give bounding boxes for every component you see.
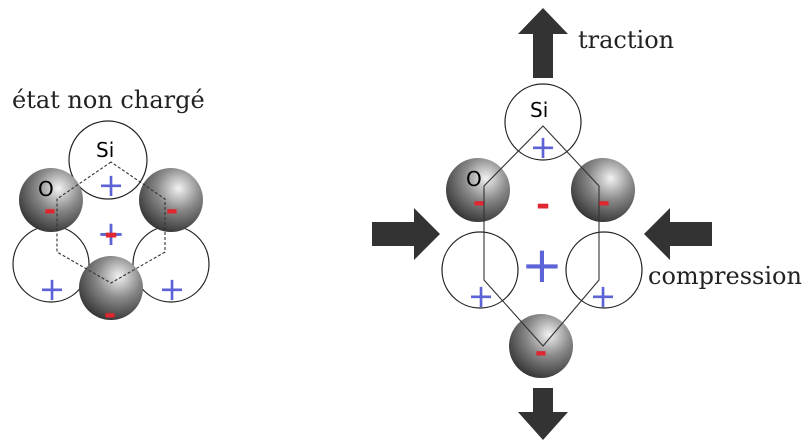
si-atom-right-loaded [565, 231, 643, 309]
minus-charge-o-bottom-loaded: - [535, 335, 547, 370]
o-atom-bottom [79, 256, 143, 320]
minus-charge-o-bottom: - [104, 297, 116, 332]
si-label-right: Si [530, 98, 548, 122]
traction-arrow-up [518, 8, 568, 78]
loaded-molecule [441, 83, 643, 378]
dashed-hexagon [56, 161, 166, 284]
plus-charge-si-top-loaded: + [530, 128, 557, 166]
plus-charge-si-left: + [39, 270, 66, 308]
minus-charge-o-right: - [166, 193, 178, 228]
traction-label: traction [578, 26, 674, 54]
center-plus-charge: + [97, 214, 126, 254]
o-atom-right [139, 168, 203, 232]
deformed-hexagon [483, 125, 600, 347]
center-minus-charge-loaded: - [536, 185, 550, 225]
si-atom-top [68, 120, 148, 200]
compression-label: compression [648, 262, 802, 290]
o-label-right: O [466, 167, 482, 191]
center-minus-charge: - [104, 214, 118, 254]
loaded-charges: + + + - - - - + [468, 128, 617, 370]
traction-arrow-down [518, 388, 568, 440]
minus-charge-o-right-loaded: - [598, 185, 610, 220]
si-label-left: Si [96, 138, 114, 162]
compression-arrow-left [372, 208, 440, 260]
unloaded-state-title: état non chargé [12, 86, 205, 114]
plus-charge-si-left-loaded: + [468, 277, 495, 315]
plus-charge-si-top: + [98, 166, 125, 204]
o-atom-left [19, 168, 83, 232]
plus-charge-si-right-loaded: + [590, 277, 617, 315]
minus-charge-o-left: - [44, 193, 56, 228]
unloaded-charges: + + + - - - + - [39, 166, 186, 332]
load-arrows [372, 8, 712, 440]
o-atom-right-loaded [571, 158, 635, 222]
compression-arrow-right [644, 208, 712, 260]
plus-charge-si-right: + [159, 270, 186, 308]
o-atom-left-loaded [446, 158, 510, 222]
center-plus-charge-loaded: + [521, 236, 563, 294]
si-atom-left-loaded [441, 231, 519, 309]
unloaded-molecule [12, 120, 210, 320]
si-atom-top-loaded [504, 83, 582, 161]
minus-charge-o-left-loaded: - [473, 185, 485, 220]
o-label-left: O [38, 177, 54, 201]
